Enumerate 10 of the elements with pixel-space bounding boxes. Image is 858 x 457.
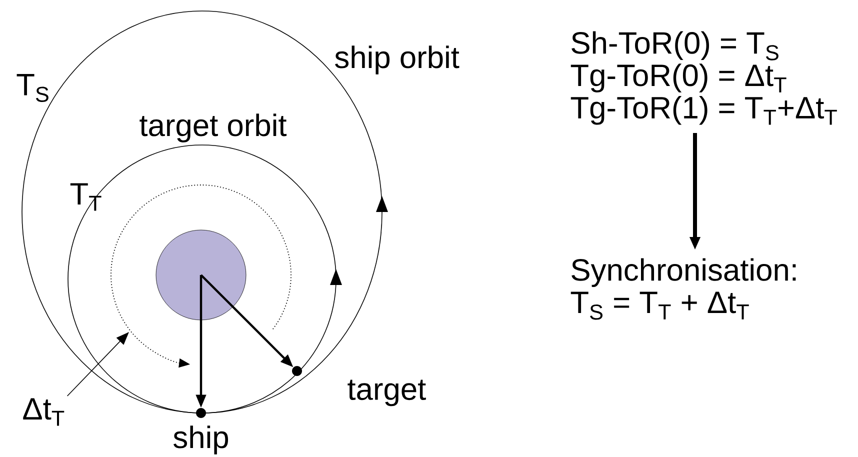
leader-line — [66, 332, 129, 396]
delta-label: Δt$_{T}$ — [23, 398, 64, 426]
point-label: ship — [174, 426, 228, 454]
planet-circle — [156, 230, 246, 320]
equation-text: Synchronisation: T$_{S}$ = T$_{T}$ + Δt$_{T}$ — [570, 258, 796, 320]
orbit-label: ship orbit — [335, 46, 460, 74]
equation-text: Sh-ToR(0) = T$_{S}$ Tg-ToR(0) = Δt$_{T}$ Tg-ToR(1) = T$_{T}$+Δt$_{T}$ — [570, 31, 837, 125]
orbit-label: target orbit — [140, 114, 287, 142]
point-label: target — [348, 380, 426, 406]
period-label: T$_{S}$ — [16, 74, 48, 102]
